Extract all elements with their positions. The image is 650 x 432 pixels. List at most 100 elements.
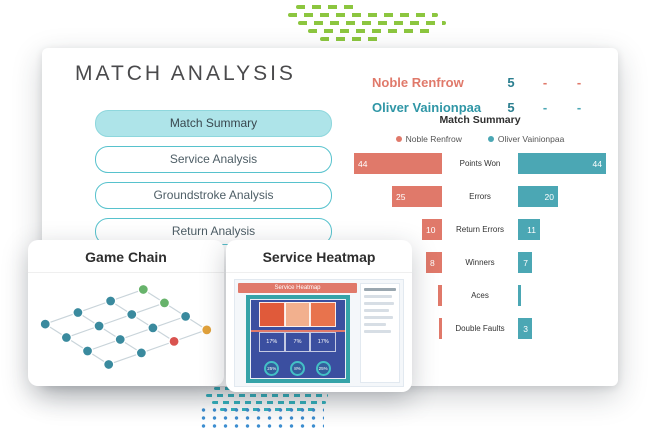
chain-edge: [87, 338, 121, 352]
chain-node: [72, 306, 84, 319]
chart-row: 25 Errors 20: [354, 186, 606, 207]
court-surface: 17% 7% 17% 25% 8% 25%: [249, 299, 346, 379]
chart-legend: Noble Renfrow Oliver Vainionpaa: [354, 134, 606, 144]
heat-zone: [258, 302, 285, 328]
page-title: MATCH ANALYSIS: [75, 62, 296, 85]
filter-line: [364, 309, 389, 312]
oliver-bar: [518, 285, 521, 306]
service-heatmap-card: Service Heatmap Service Heatmap 17%: [226, 240, 412, 392]
chart-title: Match Summary: [439, 114, 521, 126]
legend-dot-noble: [395, 136, 402, 142]
nav-groundstroke-analysis[interactable]: Groundstroke Analysis: [95, 182, 332, 209]
player-name: Oliver Vainionpaa: [372, 100, 482, 115]
scoreboard: Noble Renfrow 5 - - Oliver Vainionpaa 5 …: [372, 70, 604, 120]
analysis-nav: Match Summary Service Analysis Groundstr…: [95, 110, 332, 245]
chain-node: [137, 283, 149, 296]
service-box-pct: 17%: [310, 331, 337, 352]
service-box-pct: 7%: [284, 331, 311, 352]
score-row-noble: Noble Renfrow 5 - -: [372, 70, 604, 95]
chain-node: [60, 331, 73, 344]
decor-teal-dashes: [206, 394, 328, 397]
legend-label: Oliver Vainionpaa: [497, 134, 565, 144]
oliver-bar: 20: [518, 186, 558, 207]
chain-edge: [66, 325, 100, 339]
chain-node: [201, 324, 213, 336]
decor-teal-dashes: [212, 401, 326, 404]
chart-category-label: Points Won: [459, 159, 501, 168]
noble-bar: 44: [354, 153, 442, 174]
chain-edge: [98, 313, 132, 327]
service-heatmap-preview: Service Heatmap 17% 7% 17%: [234, 279, 404, 387]
heat-zones: [258, 302, 337, 328]
player-sets: 5: [507, 75, 515, 90]
placement-circle: 8%: [289, 361, 305, 376]
noble-bar: [438, 285, 442, 306]
decor-green-dashes: [320, 37, 384, 41]
legend-dot-oliver: [487, 136, 494, 142]
legend-item-oliver: Oliver Vainionpaa: [487, 134, 565, 144]
filter-line: [364, 323, 387, 326]
chain-node: [135, 347, 148, 359]
player-game2: -: [576, 75, 582, 90]
net-line: [250, 329, 345, 332]
filter-line: [364, 330, 391, 333]
decor-green-dashes: [298, 21, 446, 25]
score-row-oliver: Oliver Vainionpaa 5 - -: [372, 95, 604, 120]
legend-label: Noble Renfrow: [405, 134, 462, 144]
player-sets: 5: [507, 100, 515, 115]
placement-circle: 25%: [264, 361, 280, 376]
chain-node: [104, 295, 117, 307]
heatmap-app-area: Service Heatmap 17% 7% 17%: [238, 283, 357, 383]
decor-green-dashes: [296, 5, 358, 9]
chain-edge: [45, 311, 79, 325]
player-game1: -: [542, 75, 548, 90]
nav-service-analysis[interactable]: Service Analysis: [95, 146, 332, 173]
decor-green-dashes: [288, 13, 438, 17]
service-box-pct: 17%: [258, 331, 285, 352]
filters-panel: [360, 283, 400, 383]
oliver-bar: 3: [518, 318, 532, 339]
decor-green-dashes: [308, 29, 434, 33]
chain-edge: [120, 327, 154, 341]
filter-line: [364, 288, 396, 291]
filter-line: [364, 295, 393, 298]
oliver-bar: 7: [518, 252, 532, 273]
game-chain-title: Game Chain: [28, 240, 224, 273]
chain-node: [147, 322, 159, 334]
chain-node: [93, 320, 105, 332]
chain-edge: [152, 315, 186, 329]
chain-edge: [173, 329, 207, 342]
nav-match-summary[interactable]: Match Summary: [95, 110, 332, 137]
service-box-row: 17% 7% 17%: [258, 331, 337, 352]
chain-node: [179, 310, 192, 323]
decor-blue-dots: [198, 406, 324, 428]
noble-bar: 25: [392, 186, 442, 207]
heat-zone: [310, 302, 337, 328]
placement-circle-row: 25% 8% 25%: [259, 361, 336, 376]
chain-edge: [141, 340, 175, 354]
noble-bar: 10: [422, 219, 442, 240]
game-chain-card: Game Chain: [28, 240, 224, 386]
oliver-bar: 44: [518, 153, 606, 174]
filter-line: [364, 316, 393, 319]
chart-category-label: Double Faults: [455, 324, 505, 333]
chain-node: [158, 297, 171, 309]
player-game2: -: [576, 100, 582, 115]
chart-category-label: Aces: [471, 291, 489, 300]
legend-item-noble: Noble Renfrow: [395, 134, 462, 144]
chart-row: 44 Points Won 44: [354, 153, 606, 174]
player-game1: -: [542, 100, 548, 115]
chart-category-label: Errors: [469, 192, 491, 201]
chain-edge: [131, 302, 165, 316]
chart-category-label: Winners: [465, 258, 495, 267]
chain-edge: [110, 288, 144, 302]
player-name: Noble Renfrow: [372, 75, 464, 90]
oliver-bar: 11: [518, 219, 540, 240]
chain-edge: [77, 300, 111, 314]
placement-circle: 25%: [315, 361, 331, 376]
service-heatmap-title: Service Heatmap: [226, 240, 412, 273]
chart-row: Aces: [354, 285, 606, 306]
